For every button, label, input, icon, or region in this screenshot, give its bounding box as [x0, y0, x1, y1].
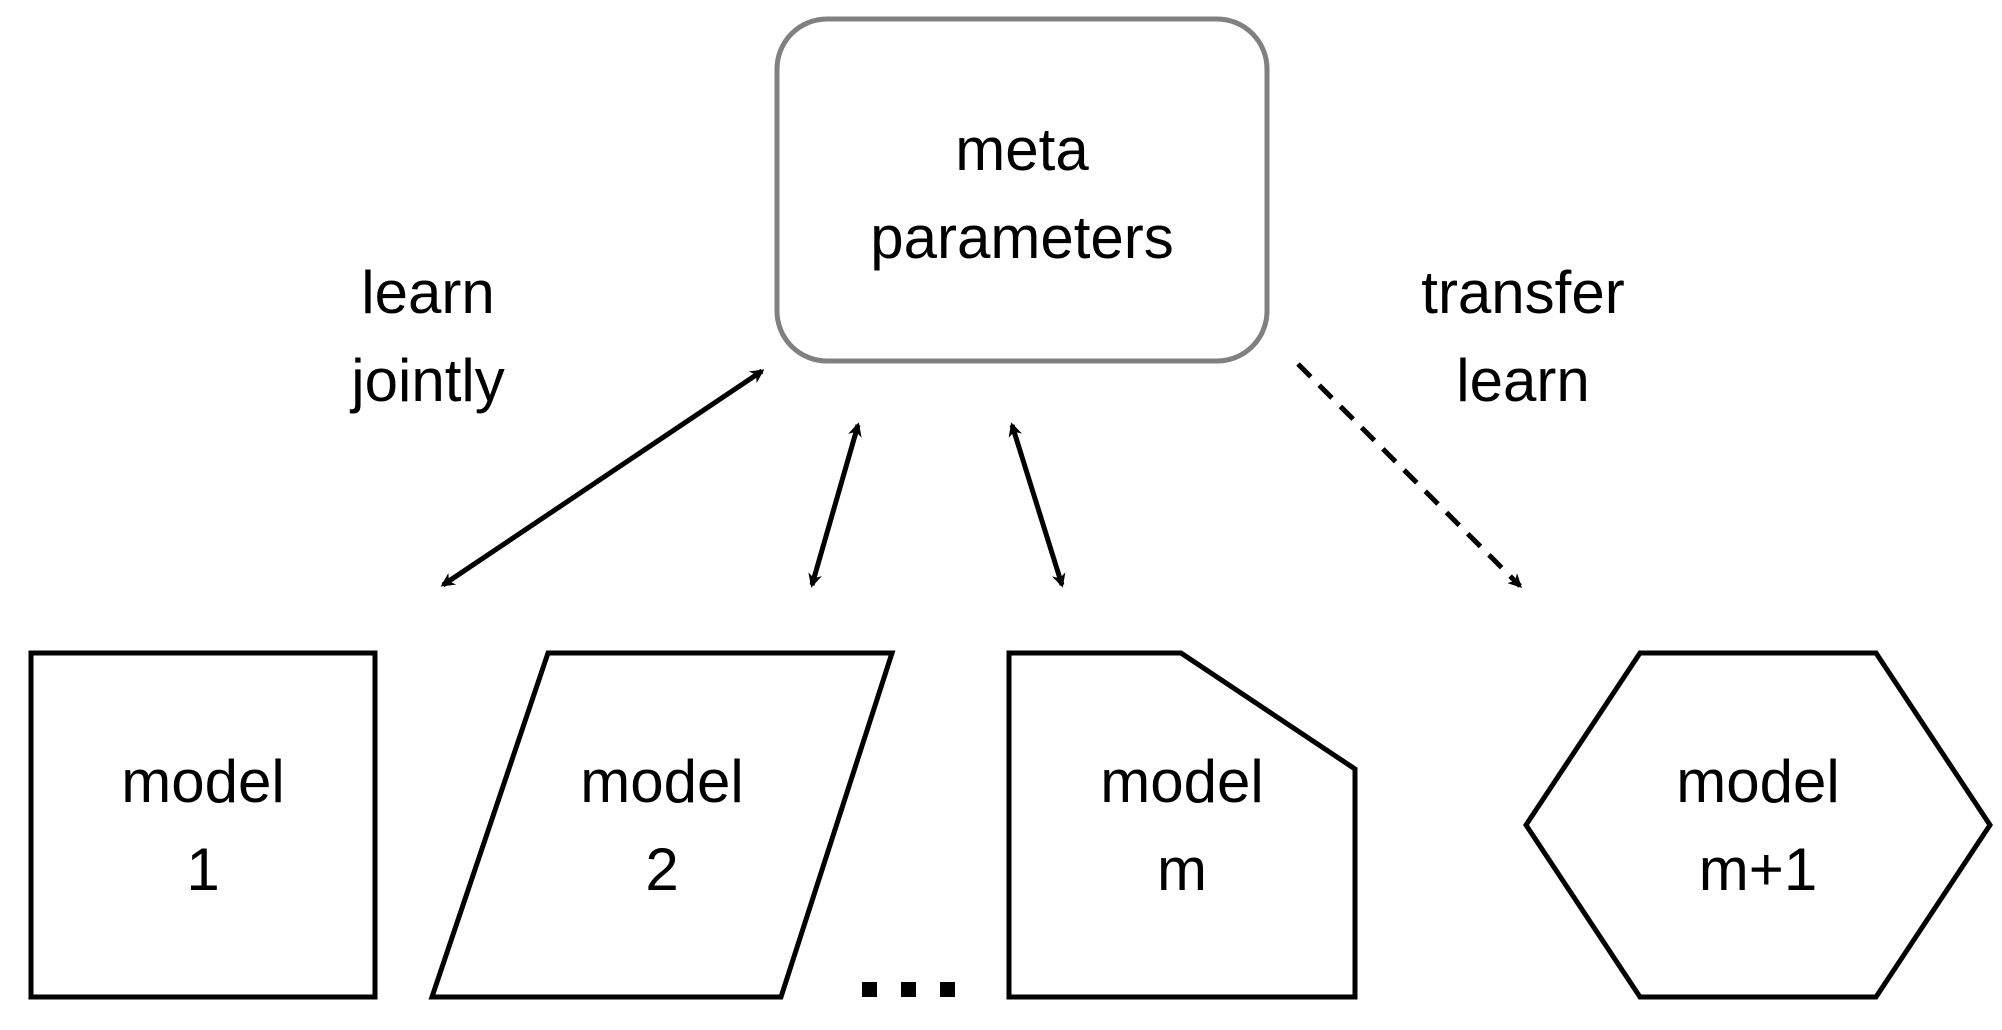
- model-m-plus-1-node: [1523, 650, 1993, 1000]
- model-m-node: [1006, 650, 1358, 1000]
- edge-meta-to-model-1: [440, 368, 765, 588]
- model-1-label: model 1: [121, 748, 285, 903]
- transfer-learn-label: transfer learn: [1421, 259, 1625, 414]
- ellipsis-dot: [862, 982, 877, 997]
- edge-meta-to-model-m: [1008, 422, 1066, 588]
- ellipsis-dots: [862, 982, 955, 997]
- learn-jointly-label: learn jointly: [351, 259, 505, 414]
- model-m-plus-1-label: model m+1: [1676, 748, 1840, 903]
- meta-parameters-label: meta parameters: [870, 116, 1174, 271]
- edge-meta-to-model-2: [808, 422, 862, 588]
- model-m-label: model m: [1100, 748, 1264, 903]
- model-1-node: [28, 650, 378, 1000]
- meta-parameters-node: [774, 16, 1270, 364]
- model-2-node: [428, 650, 896, 1000]
- model-2-label: model 2: [580, 748, 744, 903]
- edge-meta-to-model-m-plus-1: [1296, 362, 1522, 588]
- ellipsis-dot: [901, 982, 916, 997]
- ellipsis-dot: [940, 982, 955, 997]
